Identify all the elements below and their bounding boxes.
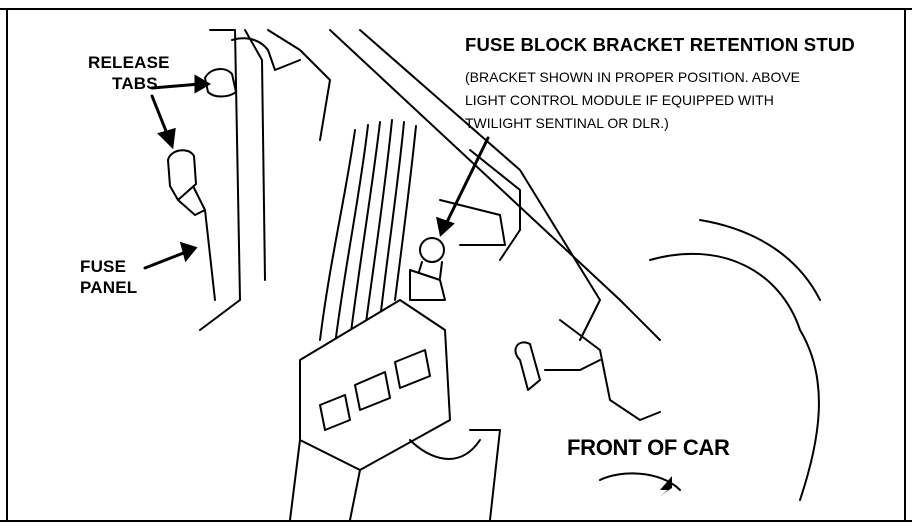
retention-stud xyxy=(419,237,445,263)
release-tabs-label: RELEASE TABS xyxy=(88,52,170,94)
release-tab-upper xyxy=(204,68,237,98)
frame-lines xyxy=(0,8,912,522)
fuse-panel-line-2: PANEL xyxy=(80,278,138,297)
release-tab-lower xyxy=(167,149,197,201)
retention-stud-note-line: (BRACKET SHOWN IN PROPER POSITION. ABOVE xyxy=(465,69,801,85)
retention-stud-title: FUSE BLOCK BRACKET RETENTION STUD xyxy=(465,34,855,55)
release-tabs-line-1: RELEASE xyxy=(88,53,170,72)
fuse-panel-label: FUSE PANEL xyxy=(80,256,137,298)
retention-stud-note: (BRACKET SHOWN IN PROPER POSITION. ABOVE… xyxy=(465,66,800,135)
retention-stud-note-line: LIGHT CONTROL MODULE IF EQUIPPED WITH xyxy=(465,92,774,108)
fuse-panel-line-1: FUSE xyxy=(80,257,127,276)
panel-illustration xyxy=(167,29,821,521)
front-of-car-label: FRONT OF CAR xyxy=(567,435,730,460)
release-tabs-line-2: TABS xyxy=(112,74,158,93)
retention-stud-note-line: TWILIGHT SENTINAL OR DLR.) xyxy=(465,115,669,131)
leader-arrows xyxy=(143,74,490,270)
front-arrow-icon xyxy=(660,476,672,496)
